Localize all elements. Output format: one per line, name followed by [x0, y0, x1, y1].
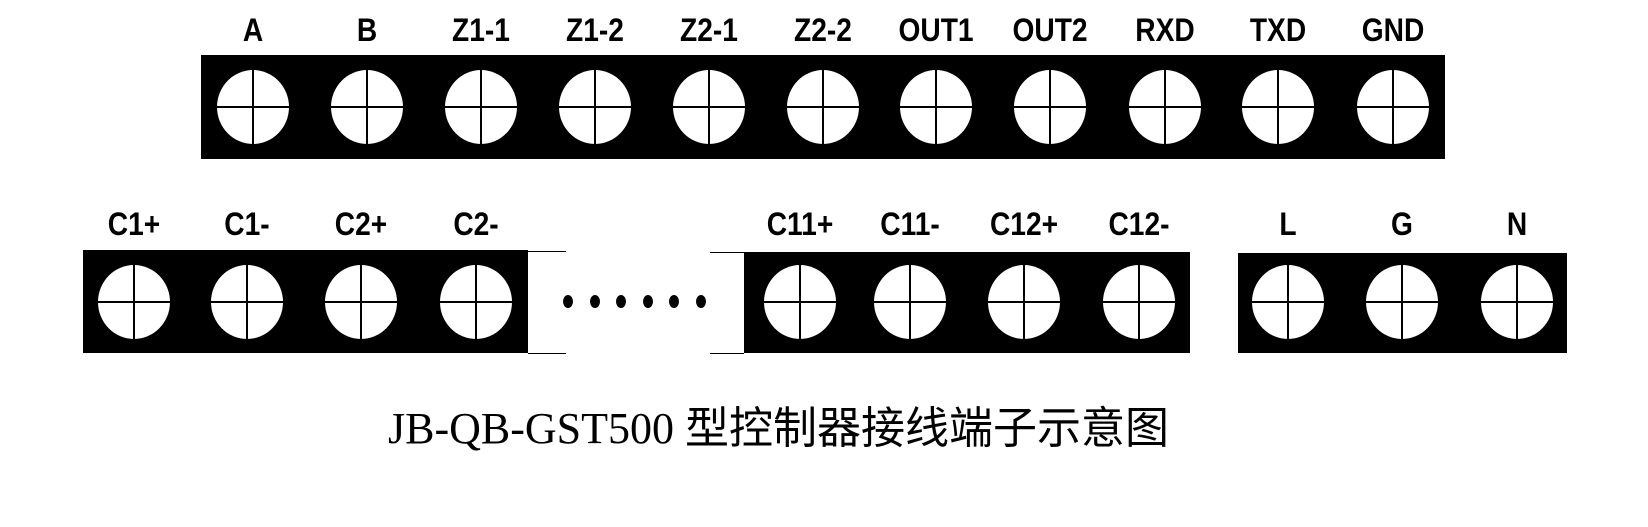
terminal-label: Z2-2 [794, 12, 852, 48]
terminal-screw-icon [1129, 70, 1201, 144]
terminal-screw-icon [874, 265, 946, 339]
terminal-screw-icon [325, 265, 397, 339]
ellipsis-dot [642, 295, 653, 308]
terminal-screw-icon [440, 265, 512, 339]
terminal-screw-icon [988, 265, 1060, 339]
terminal-screw-icon [1252, 265, 1324, 339]
terminal-label: GND [1361, 12, 1425, 48]
terminal-label: Z1-1 [452, 12, 510, 48]
terminal-screw-icon [1357, 70, 1429, 144]
terminal-screw-icon [559, 70, 631, 144]
terminal-screw-icon [673, 70, 745, 144]
gap-bracket-bottom-left [528, 353, 566, 354]
ellipsis-dot [669, 295, 679, 308]
terminal-screw-icon [1481, 265, 1553, 339]
gap-bracket-bottom-right [710, 353, 744, 354]
terminal-screw-icon [1242, 70, 1314, 144]
terminal-label: A [242, 12, 264, 48]
diagram-caption: JB-QB-GST500 型控制器接线端子示意图 [388, 404, 1170, 453]
terminal-screw-icon [1103, 265, 1175, 339]
gap-bracket-top-left [528, 251, 566, 252]
terminal-label: Z2-1 [680, 12, 738, 48]
terminal-screw-icon [331, 70, 403, 144]
terminal-label: C2+ [334, 206, 388, 242]
terminal-label: OUT1 [898, 12, 974, 48]
terminal-label: C11+ [766, 206, 834, 242]
terminal-label: C12- [1108, 206, 1170, 242]
terminal-label: TXD [1249, 12, 1307, 48]
gap-bracket-top-right [710, 252, 744, 253]
terminal-label: OUT2 [1012, 12, 1088, 48]
ellipsis-dot [563, 295, 573, 308]
terminal-screw-icon [1366, 265, 1438, 339]
terminal-screw-icon [445, 70, 517, 144]
terminal-label: C2- [453, 206, 499, 242]
terminal-label: C1- [224, 206, 270, 242]
terminal-screw-icon [1014, 70, 1086, 144]
terminal-label: C1+ [107, 206, 161, 242]
terminal-label: B [356, 12, 378, 48]
terminal-label: C11- [880, 206, 940, 242]
terminal-label: C12+ [989, 206, 1059, 242]
terminal-screw-icon [764, 265, 836, 339]
terminal-screw-icon [211, 265, 283, 339]
terminal-label: RXD [1135, 12, 1195, 48]
terminal-screw-icon [98, 265, 170, 339]
terminal-screw-icon [900, 70, 972, 144]
terminal-label: N [1506, 206, 1528, 242]
terminal-screw-icon [787, 70, 859, 144]
terminal-screw-icon [217, 70, 289, 144]
ellipsis-dot [695, 295, 706, 308]
terminal-label: Z1-2 [566, 12, 624, 48]
terminal-label: L [1279, 206, 1297, 242]
ellipsis-dot [616, 295, 626, 308]
ellipsis-dot [589, 295, 600, 308]
terminal-label: G [1391, 206, 1413, 242]
